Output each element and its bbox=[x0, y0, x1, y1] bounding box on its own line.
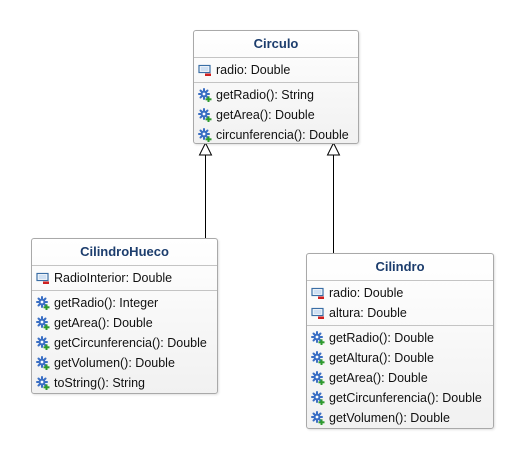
class-cilindrohueco[interactable]: CilindroHueco RadioInterior: Double getR… bbox=[31, 238, 218, 394]
attributes-section: radio: Double altura: Double bbox=[307, 281, 493, 326]
methods-section: getRadio(): Double getAltura(): Double g… bbox=[307, 326, 493, 430]
public-method-icon bbox=[36, 296, 50, 310]
public-method-icon bbox=[311, 371, 325, 385]
public-method-icon bbox=[311, 411, 325, 425]
method-row[interactable]: getArea(): Double bbox=[194, 105, 358, 125]
method-text: getRadio(): String bbox=[216, 88, 314, 102]
private-field-icon bbox=[311, 306, 325, 320]
method-row[interactable]: getArea(): Double bbox=[307, 368, 493, 388]
method-row[interactable]: getRadio(): String bbox=[194, 85, 358, 105]
class-circulo[interactable]: Circulo radio: Double getRadio(): String… bbox=[193, 30, 359, 144]
attributes-section: RadioInterior: Double bbox=[32, 266, 217, 291]
method-text: getAltura(): Double bbox=[329, 351, 434, 365]
method-row[interactable]: circunferencia(): Double bbox=[194, 125, 358, 145]
public-method-icon bbox=[311, 351, 325, 365]
attribute-text: radio: Double bbox=[329, 286, 404, 300]
method-text: getVolumen(): Double bbox=[329, 411, 450, 425]
methods-section: getRadio(): Integer getArea(): Double ge… bbox=[32, 291, 217, 395]
method-row[interactable]: getAltura(): Double bbox=[307, 348, 493, 368]
class-cilindro[interactable]: Cilindro radio: Double altura: Double ge… bbox=[306, 253, 494, 429]
attribute-row[interactable]: radio: Double bbox=[307, 283, 493, 303]
public-method-icon bbox=[311, 331, 325, 345]
method-row[interactable]: getRadio(): Double bbox=[307, 328, 493, 348]
method-text: getArea(): Double bbox=[216, 108, 315, 122]
method-text: getRadio(): Double bbox=[329, 331, 434, 345]
public-method-icon bbox=[198, 88, 212, 102]
private-field-icon bbox=[198, 63, 212, 77]
method-text: toString(): String bbox=[54, 376, 146, 390]
private-field-icon bbox=[36, 271, 50, 285]
attribute-text: altura: Double bbox=[329, 306, 407, 320]
attribute-text: radio: Double bbox=[216, 63, 291, 77]
public-method-icon bbox=[311, 391, 325, 405]
public-method-icon bbox=[198, 128, 212, 142]
attribute-row[interactable]: altura: Double bbox=[307, 303, 493, 323]
method-text: getRadio(): Integer bbox=[54, 296, 159, 310]
public-method-icon bbox=[36, 316, 50, 330]
class-name: Circulo bbox=[194, 31, 358, 58]
method-row[interactable]: getVolumen(): Double bbox=[307, 408, 493, 428]
method-text: circunferencia(): Double bbox=[216, 128, 349, 142]
class-name: Cilindro bbox=[307, 254, 493, 281]
method-text: getCircunferencia(): Double bbox=[329, 391, 482, 405]
methods-section: getRadio(): String getArea(): Double cir… bbox=[194, 83, 358, 147]
attribute-row[interactable]: RadioInterior: Double bbox=[32, 268, 217, 288]
private-field-icon bbox=[311, 286, 325, 300]
method-text: getVolumen(): Double bbox=[54, 356, 175, 370]
attribute-row[interactable]: radio: Double bbox=[194, 60, 358, 80]
method-row[interactable]: getVolumen(): Double bbox=[32, 353, 217, 373]
attributes-section: radio: Double bbox=[194, 58, 358, 83]
method-row[interactable]: getCircunferencia(): Double bbox=[307, 388, 493, 408]
method-text: getArea(): Double bbox=[54, 316, 153, 330]
method-row[interactable]: getRadio(): Integer bbox=[32, 293, 217, 313]
public-method-icon bbox=[36, 356, 50, 370]
method-row[interactable]: getCircunferencia(): Double bbox=[32, 333, 217, 353]
method-text: getCircunferencia(): Double bbox=[54, 336, 207, 350]
method-row[interactable]: toString(): String bbox=[32, 373, 217, 393]
public-method-icon bbox=[36, 376, 50, 390]
class-name: CilindroHueco bbox=[32, 239, 217, 266]
method-text: getArea(): Double bbox=[329, 371, 428, 385]
public-method-icon bbox=[36, 336, 50, 350]
generalization-arrowhead-cilindrohueco bbox=[198, 141, 213, 156]
generalization-arrowhead-cilindro bbox=[326, 141, 341, 156]
method-row[interactable]: getArea(): Double bbox=[32, 313, 217, 333]
public-method-icon bbox=[198, 108, 212, 122]
attribute-text: RadioInterior: Double bbox=[54, 271, 173, 285]
